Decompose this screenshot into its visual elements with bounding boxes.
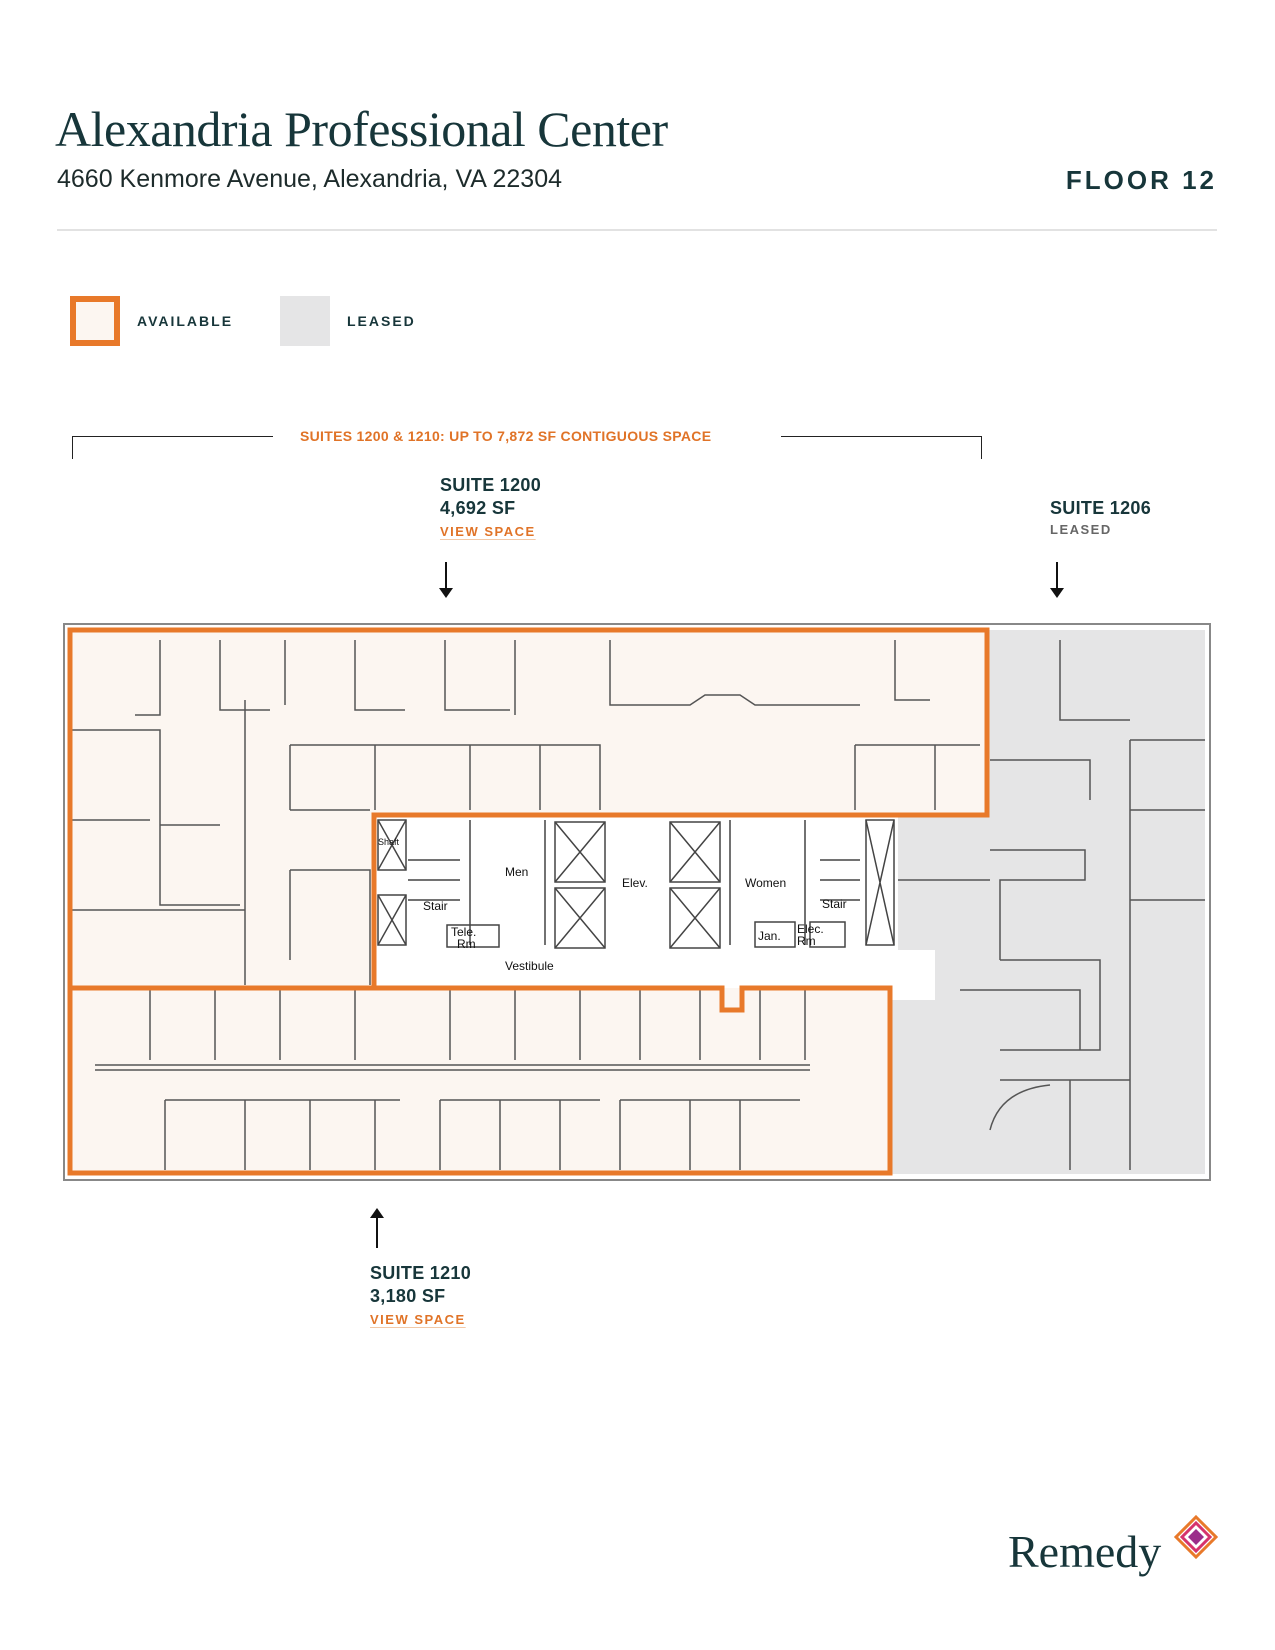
suite-1210-outline [67,985,893,1176]
stair-left-label: Stair [423,899,448,913]
suite-1200-area[interactable] [70,630,987,988]
tele-label-2: Rm [457,937,476,951]
core-walls [377,819,895,949]
interior-walls [70,640,1205,1170]
suite-1200-view-space-link[interactable]: VIEW SPACE [440,524,536,539]
suite-1210-callout: SUITE 1210 3,180 SF VIEW SPACE [370,1262,471,1327]
suite-1200-name: SUITE 1200 [440,475,542,495]
suite-1206-name: SUITE 1206 [1050,498,1152,518]
stair-right-label: Stair [822,897,847,911]
remedy-logo: Remedy [1008,1515,1218,1578]
logo-mark-icon [1174,1515,1218,1559]
arrow-up-icon [370,1208,384,1218]
bracket-left [72,436,273,459]
suite-1206-callout: SUITE 1206 LEASED [1050,497,1151,537]
floor-label: FLOOR 12 [1065,165,1217,195]
page-title: Alexandria Professional Center [55,101,668,157]
suite-1200-size: 4,692 SF [440,498,516,518]
legend-leased-label: LEASED [347,313,416,329]
elec-label: Elec. [797,922,824,936]
arrow-down-icon [1050,588,1064,598]
women-label: Women [745,876,786,890]
logo-text: Remedy [1008,1526,1162,1577]
vestibule-label: Vestibule [505,959,554,973]
suite-1206-status: LEASED [1050,522,1112,537]
suite-1210-name: SUITE 1210 [370,1263,472,1283]
bracket-right [781,436,982,459]
suite-1210-area[interactable] [70,988,890,1173]
shaft-label: Shaft [378,837,400,847]
elec-label-2: Rm [797,934,816,948]
building-core [374,815,898,988]
suite-1200-callout: SUITE 1200 4,692 SF VIEW SPACE [440,474,541,539]
legend-available-label: AVAILABLE [137,313,234,329]
suite-1210-size: 3,180 SF [370,1286,446,1306]
suite-1206-area [890,630,1205,1174]
men-label: Men [505,865,528,879]
suite-1200-arrow [445,562,447,590]
contiguous-space-label: SUITES 1200 & 1210: UP TO 7,872 SF CONTI… [300,428,712,444]
legend-leased-swatch [280,296,330,346]
elev-label: Elev. [622,876,648,890]
building-address: 4660 Kenmore Avenue, Alexandria, VA 2230… [57,165,563,193]
divider [57,229,1217,231]
tele-label: Tele. [451,925,476,939]
suite-1206-arrow [1056,562,1058,590]
jan-label: Jan. [758,929,781,943]
legend-available-swatch [70,296,120,346]
suite-1210-view-space-link[interactable]: VIEW SPACE [370,1312,466,1327]
suite-1210-arrow [376,1218,378,1248]
arrow-down-icon [439,588,453,598]
